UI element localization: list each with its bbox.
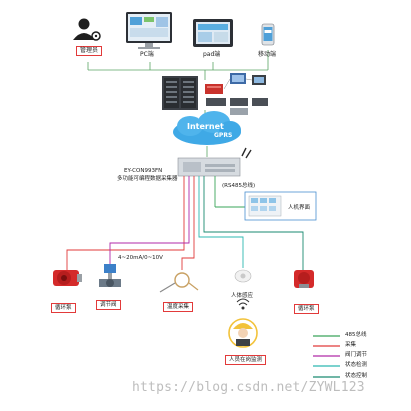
temperature-probe-icon: [159, 272, 199, 293]
gprs-label: GPRS: [214, 132, 233, 139]
internet-label: Internet: [187, 122, 224, 131]
cloud-icon: [173, 111, 241, 145]
pc-label: PC端: [140, 51, 154, 58]
hmi-panel-icon: [244, 191, 317, 221]
pad-label: pad端: [203, 51, 221, 58]
valve-label: 调节阀: [96, 300, 121, 310]
admin-label: 管理员: [76, 46, 103, 56]
server-rack-icon: [162, 76, 198, 110]
pump-right-icon: [294, 270, 314, 288]
worker-icon: [228, 318, 258, 348]
tablet-icon: [193, 19, 233, 47]
bus-label-text: RS485总线: [224, 183, 253, 189]
person-detect-label: 人员在岗监测: [225, 355, 267, 365]
legend-lines: [313, 335, 340, 378]
rs485-bus-line: [214, 176, 245, 208]
network-devices-icon: [205, 73, 268, 115]
valve-icon: [99, 264, 121, 287]
admin-icon: [73, 18, 101, 41]
collector-model: EY-CON993FN: [124, 168, 163, 174]
legend-item-status-detect: 状态检测: [345, 362, 368, 368]
signal-range-label: 4~20mA/0~10V: [118, 255, 163, 261]
watermark: https://blog.csdn.net/ZYWL123: [132, 380, 365, 395]
temp-label: 温度采集: [163, 302, 194, 312]
wifi-wave-icon: [236, 298, 250, 310]
pump-left-icon: [53, 270, 82, 286]
human-sensor-label: 人体感应: [231, 293, 254, 299]
bus-label: (RS485总线): [222, 183, 256, 189]
signal-lines: [66, 176, 304, 270]
legend-item-valve: 阀门调节: [345, 352, 368, 358]
top-connectors: [87, 50, 269, 80]
legend-item-485: 485总线: [345, 332, 367, 338]
pump-left-label: 循环泵: [51, 303, 76, 313]
legend-item-status-control: 状态控制: [345, 373, 368, 379]
pump-right-label: 循环泵: [294, 304, 319, 314]
legend-item-collect: 采集: [345, 342, 357, 348]
mobile-phone-icon: [261, 23, 275, 46]
human-sensor-icon: [234, 269, 252, 283]
collector-device-icon: [177, 147, 252, 177]
mobile-label: 移动端: [258, 51, 277, 58]
pc-monitor-icon: [126, 12, 172, 49]
hmi-label: 人机界面: [288, 205, 311, 211]
collector-description: 多功能可编程数据采集器: [117, 176, 178, 182]
